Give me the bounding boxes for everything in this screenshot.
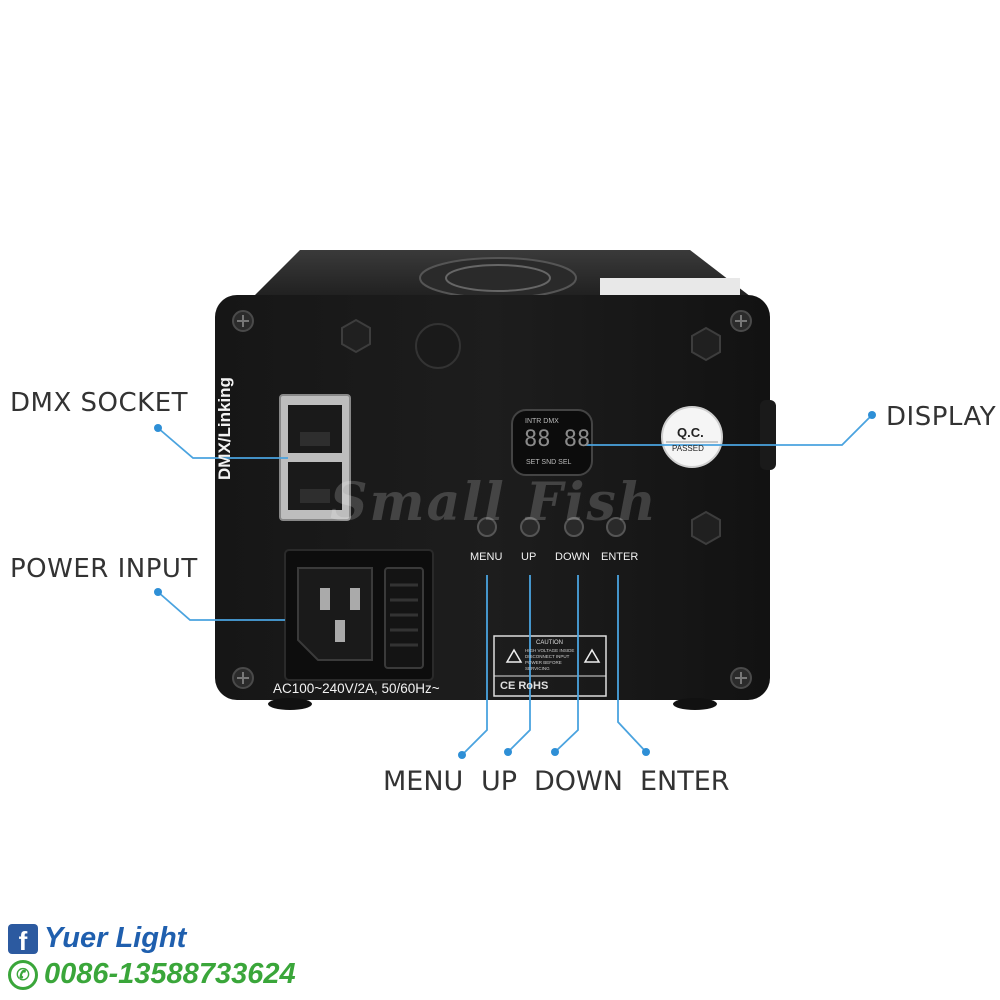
panel-button-label-down: DOWN [555,551,590,563]
caution-title: CAUTION [536,640,563,646]
qc-passed-text: PASSED [672,444,704,453]
top-sticker [600,278,740,298]
leader-lines [157,414,873,756]
warning-icon [583,648,601,663]
callout-power-input: POWER INPUT [10,554,198,584]
caption-down: DOWN [534,766,623,797]
iec-socket [297,567,373,661]
display-panel [511,409,593,476]
caution-line: HIGH VOLTAGE INSIDE [525,648,575,653]
dmx-linking-label: DMX/Linking [215,377,234,480]
facebook-icon: f [8,923,38,954]
panel-button-label-menu: MENU [470,551,503,563]
caution-label [493,635,607,697]
round-plug [415,323,461,369]
device-foot [673,698,717,710]
whatsapp-icon: ✆ [8,959,38,990]
cert-marks: CE RoHS [500,680,549,692]
warning-icon [505,648,523,663]
callout-display: DISPLAY [886,402,997,432]
leader-dot-icon [154,411,876,759]
brand-phone: 0086-13588733624 [44,958,296,990]
panel-button-label-enter: ENTER [601,551,639,563]
phone-line: ✆ 0086-13588733624 [8,958,296,991]
display-top-text: INTR DMX [525,418,559,425]
caution-line: SERVICING [525,666,550,671]
hex-nut-icon [341,318,721,546]
fuse-holder [384,567,424,669]
caption-enter: ENTER [640,766,730,797]
caution-line: DISCONNECT INPUT [525,654,570,659]
qc-text: Q.C. [677,425,704,440]
side-knob [760,400,776,470]
display-bottom-text: SET SND SEL [526,459,572,466]
control-button-icon [477,517,626,537]
panel-button-label-up: UP [521,551,537,563]
caution-line: POWER BEFORE [525,660,562,665]
display-digits: 88 88 [524,427,591,452]
brand-name: Yuer Light [44,922,187,954]
brand-line: f Yuer Light [8,922,186,955]
watermark: Small Fish [330,472,658,533]
qc-sticker [661,406,723,468]
caption-up: UP [481,766,518,797]
caption-menu: MENU [383,766,464,797]
power-rating-label: AC100~240V/2A, 50/60Hz~ [273,681,440,696]
device-foot [268,698,312,710]
callout-dmx-socket: DMX SOCKET [10,388,189,418]
